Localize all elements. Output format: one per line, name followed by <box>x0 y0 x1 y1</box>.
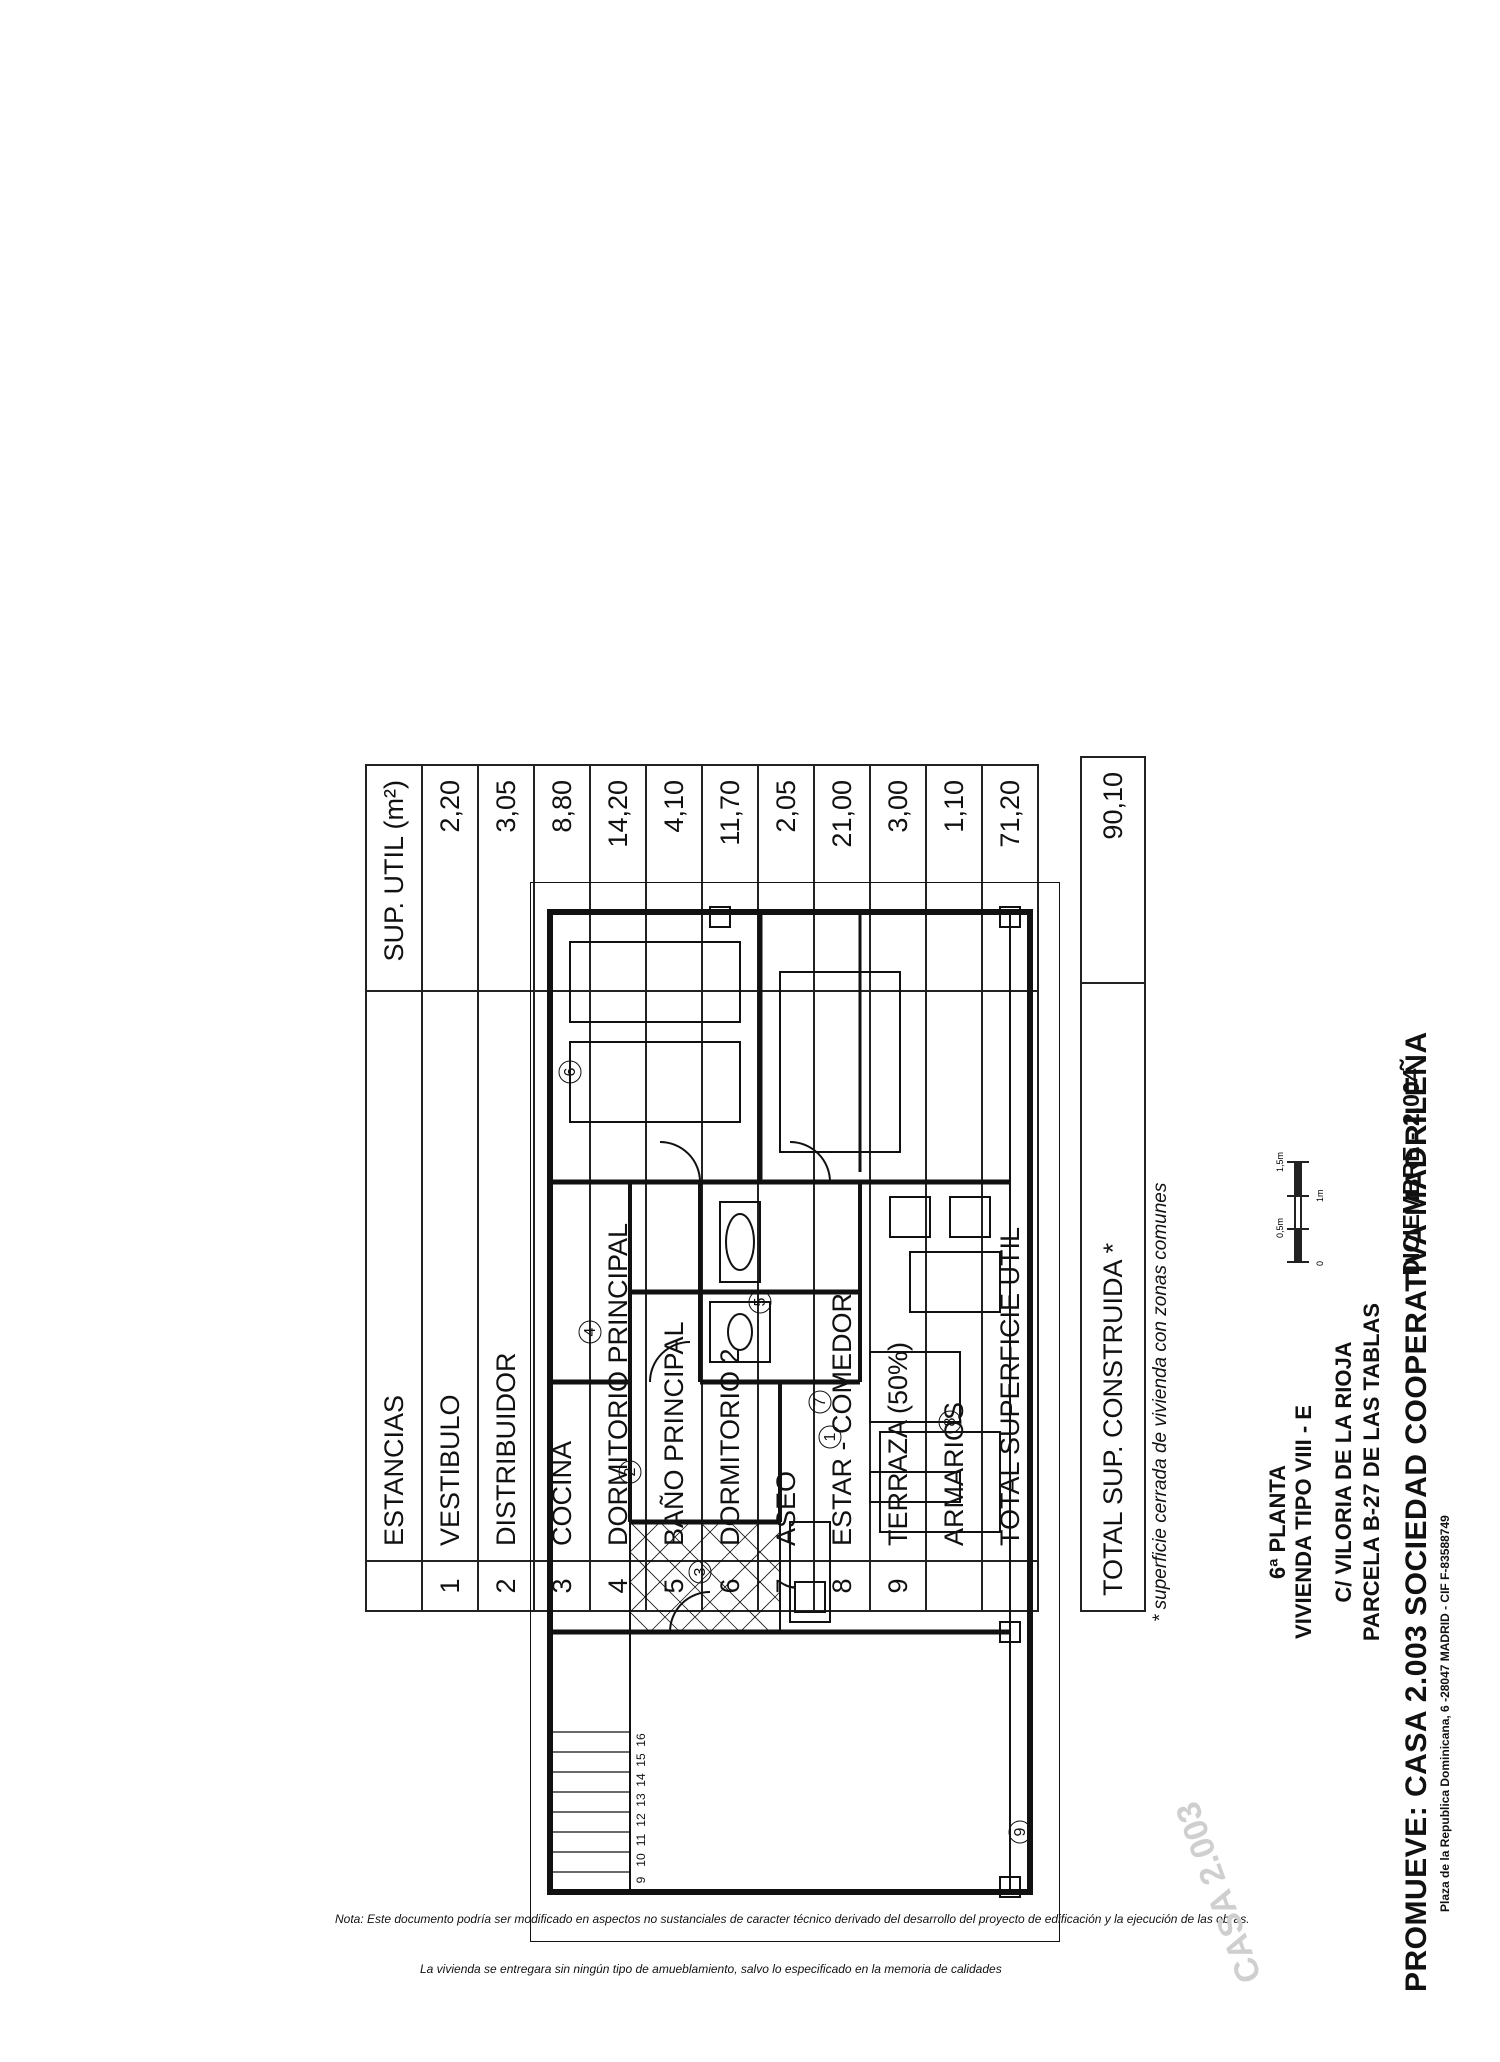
total-value: 90,10 <box>1081 757 1145 983</box>
room-marker <box>818 1425 842 1449</box>
total-row: TOTAL SUP. CONSTRUIDA * 90,10 <box>1081 757 1145 1611</box>
floor-title: 6ª PLANTA <box>1265 1464 1290 1580</box>
room-marker <box>688 1560 712 1584</box>
room-number-label: 4 <box>582 1327 599 1336</box>
room-name: DISTRIBUIDOR <box>478 991 534 1561</box>
room-number-label: 5 <box>752 1297 769 1306</box>
room-number-label: 6 <box>562 1067 579 1076</box>
room-number-label: 9 <box>1012 1827 1029 1836</box>
table-footnote: * superficie cerrada de vivienda con zon… <box>1150 1182 1171 1622</box>
scale-1: 1m <box>1315 1189 1325 1202</box>
stair-step-label: 9 <box>634 1876 648 1883</box>
header-rooms: ESTANCIAS <box>366 991 422 1561</box>
room-marker <box>748 1290 772 1314</box>
scale-05: 0,5m <box>1275 1218 1285 1238</box>
scale-15: 1,5m <box>1275 1152 1285 1172</box>
promoter-name: PROMUEVE: CASA 2.003 SOCIEDAD COOPERATIV… <box>1400 1031 1433 1992</box>
room-marker <box>938 1410 962 1434</box>
room-area: 3,05 <box>478 765 534 991</box>
room-marker <box>558 1060 582 1084</box>
stair-step-label: 11 <box>634 1833 648 1846</box>
room-area: 2,20 <box>422 765 478 991</box>
stair-step-label: 12 <box>634 1813 648 1827</box>
parcel-title: PARCELA B-27 DE LAS TABLAS <box>1359 1302 1384 1642</box>
furnishing-note: La vivienda se entregara sin ningún tipo… <box>420 1962 1002 1976</box>
room-number-label: 8 <box>942 1417 959 1426</box>
room-num: 1 <box>422 1561 478 1611</box>
title-block: 6ª PLANTA VIVIENDA TIPO VIII - E <box>1265 1312 1317 1732</box>
header-area: SUP. UTIL (m²) <box>366 765 422 991</box>
total-table: TOTAL SUP. CONSTRUIDA * 90,10 <box>1080 756 1146 1612</box>
room-marker <box>618 1460 642 1484</box>
room-marker <box>808 1390 832 1414</box>
room-number-label: 1 <box>822 1432 839 1441</box>
stair-step-label: 14 <box>634 1773 648 1787</box>
room-number-label: 3 <box>692 1567 709 1576</box>
room-marker <box>578 1320 602 1344</box>
table-header-row: ESTANCIAS SUP. UTIL (m²) <box>366 765 422 1611</box>
total-label: TOTAL SUP. CONSTRUIDA * <box>1081 983 1145 1611</box>
promoter-address: Plaza de la Republica Dominicana, 6 -280… <box>1438 1515 1452 1912</box>
room-marker <box>1008 1820 1032 1844</box>
scale-bar: 0 0,5m 1m 1,5m <box>1275 1152 1325 1266</box>
stair-step-label: 10 <box>634 1853 648 1867</box>
scale-0: 0 <box>1315 1261 1325 1266</box>
unit-type-title: VIVIENDA TIPO VIII - E <box>1291 1405 1316 1639</box>
stair-step-label: 15 <box>634 1753 648 1767</box>
stair-step-label: 16 <box>634 1733 648 1747</box>
room-number-label: 7 <box>812 1397 829 1406</box>
faded-stamp: CASA 2.003 <box>1168 1796 1270 1988</box>
stair-step-label: 13 <box>634 1793 648 1807</box>
room-num: 2 <box>478 1561 534 1611</box>
room-name: VESTIBULO <box>422 991 478 1561</box>
room-number-label: 2 <box>622 1467 639 1476</box>
